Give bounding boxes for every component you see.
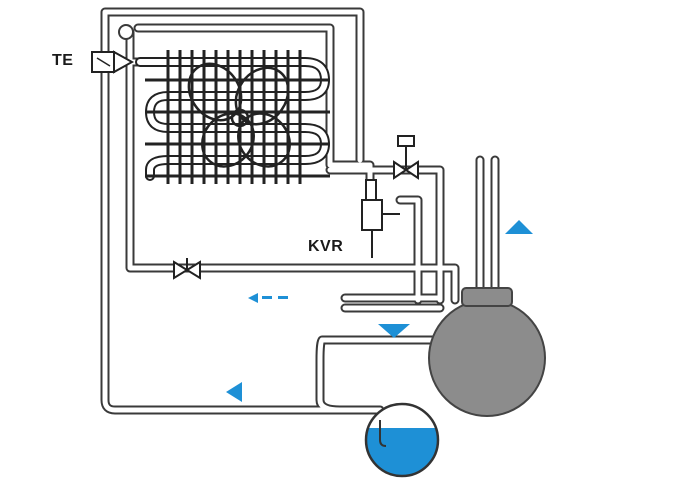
compressor (428, 287, 546, 417)
flow-arrow-icon (505, 220, 533, 234)
evaporator-coil (135, 50, 331, 184)
flow-arrow-icon (378, 324, 410, 338)
fan-icon (187, 62, 291, 168)
te-label: TE (52, 52, 74, 69)
flow-dash (262, 296, 272, 299)
pipe-loop (118, 24, 134, 40)
flow-arrow-icon (226, 382, 242, 402)
flow-dash (278, 296, 288, 299)
kvr-regulator (361, 179, 400, 258)
valve-icon (393, 135, 419, 180)
flow-arrows (226, 220, 533, 402)
flow-arrow-icon (248, 293, 258, 303)
kvr-label: KVR (308, 238, 344, 255)
te-valve-icon (91, 50, 135, 74)
liquid-receiver (364, 402, 440, 478)
valve-icon (173, 258, 201, 280)
